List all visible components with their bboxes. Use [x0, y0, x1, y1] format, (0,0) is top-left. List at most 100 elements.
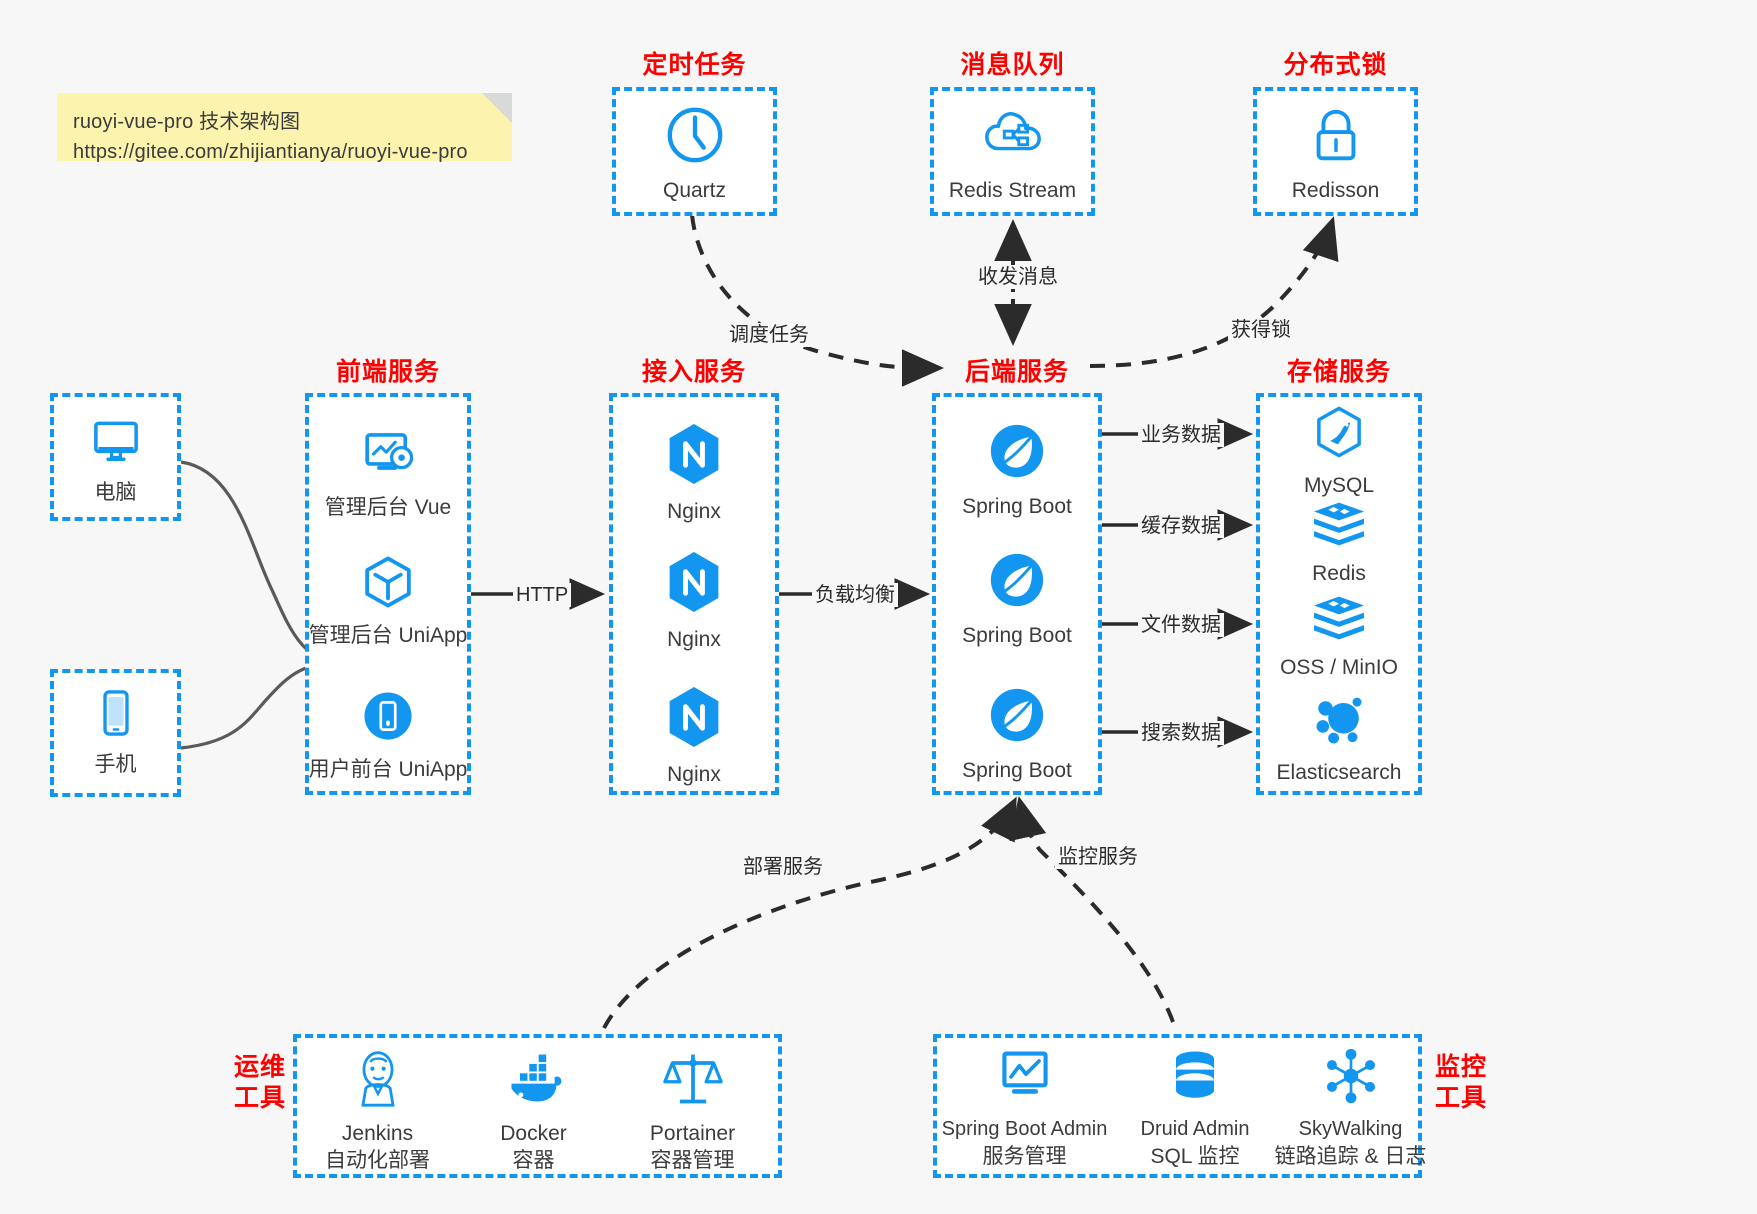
note-line-title: ruoyi-vue-pro 技术架构图 [73, 111, 301, 133]
edge-label-deploy: 部署服务 [740, 855, 826, 879]
edge-label-http: HTTP [513, 583, 572, 607]
node-label-redis-stream: Redis Stream [948, 179, 1077, 202]
redis-icon [1310, 593, 1368, 648]
node-label-user-uniapp: 用户前台 UniApp [308, 758, 468, 781]
monitor-chart-icon [995, 1047, 1055, 1110]
desktop-icon [88, 412, 144, 473]
scales-icon [662, 1047, 723, 1114]
node-label-mysql: MySQL [1303, 474, 1374, 497]
node-redis[interactable]: Redis [1256, 499, 1422, 587]
node-spring-boot-2[interactable]: Spring Boot [932, 549, 1102, 649]
group-box-mq [930, 87, 1095, 216]
node-sub-skywalking: 链路追踪 & 日志 [1274, 1145, 1427, 1168]
edge-label-business-data: 业务数据 [1138, 423, 1224, 447]
edge-label-acquire-lock: 获得锁 [1228, 318, 1294, 342]
nginx-icon [664, 684, 724, 755]
edge-label-file-data: 文件数据 [1138, 613, 1224, 637]
lock-icon [1305, 104, 1367, 171]
node-redisson[interactable]: Redisson [1253, 104, 1418, 204]
skywalking-icon [1322, 1047, 1380, 1110]
phone-icon [89, 686, 143, 745]
node-label-spring-boot-2: Spring Boot [962, 624, 1072, 647]
nginx-icon [664, 549, 724, 620]
group-title-mq: 消息队列 [960, 51, 1065, 79]
node-spring-boot-3[interactable]: Spring Boot [932, 684, 1102, 784]
node-nginx-2[interactable]: Nginx [609, 549, 779, 653]
node-nginx-3[interactable]: Nginx [609, 684, 779, 788]
group-title-scheduler: 定时任务 [642, 51, 747, 79]
node-label-redis: Redis [1312, 562, 1366, 585]
node-quartz[interactable]: Quartz [612, 104, 777, 204]
node-druid-admin[interactable]: Druid Admin SQL 监控 [1115, 1047, 1275, 1170]
dashboard-screen-icon [359, 425, 417, 488]
node-nginx-1[interactable]: Nginx [609, 421, 779, 525]
group-title-devops-line2: 工具 [233, 1084, 286, 1112]
cube-icon [359, 553, 417, 616]
node-oss-minio[interactable]: OSS / MinIO [1256, 593, 1422, 681]
node-label-quartz: Quartz [662, 179, 727, 202]
group-title-frontend: 前端服务 [335, 358, 440, 386]
node-label-phone: 手机 [94, 753, 137, 776]
note-fold-corner [482, 93, 512, 123]
edge-label-schedule-task: 调度任务 [726, 323, 812, 347]
node-label-redisson: Redisson [1291, 179, 1380, 202]
mysql-icon [1311, 403, 1367, 466]
node-sub-jenkins: 自动化部署 [325, 1149, 430, 1172]
sticky-note: ruoyi-vue-pro 技术架构图 https://gitee.com/zh… [57, 93, 512, 163]
node-jenkins[interactable]: Jenkins 自动化部署 [300, 1047, 455, 1174]
node-spring-boot-1[interactable]: Spring Boot [932, 420, 1102, 520]
node-label-nginx-1: Nginx [667, 500, 721, 523]
group-title-gateway: 接入服务 [641, 358, 746, 386]
group-title-backend: 后端服务 [964, 358, 1069, 386]
node-spring-boot-admin[interactable]: Spring Boot Admin 服务管理 [937, 1047, 1112, 1170]
spring-boot-icon [986, 684, 1048, 751]
node-elasticsearch[interactable]: Elasticsearch [1256, 694, 1422, 786]
spring-boot-icon [986, 549, 1048, 616]
nginx-icon [664, 421, 724, 492]
group-title-monitor-line2: 工具 [1434, 1084, 1487, 1112]
group-title-monitor-line1: 监控 [1434, 1053, 1487, 1081]
node-label-admin-vue: 管理后台 Vue [324, 496, 452, 519]
node-user-uniapp[interactable]: 用户前台 UniApp [305, 687, 471, 783]
note-line-url: https://gitee.com/zhijiantianya/ruoyi-vu… [73, 141, 468, 163]
jenkins-icon [348, 1047, 408, 1114]
clock-icon [664, 104, 726, 171]
node-label-nginx-2: Nginx [667, 628, 721, 651]
group-title-monitor: 监控 工具 [1429, 1052, 1493, 1114]
node-sub-druid-admin: SQL 监控 [1150, 1145, 1240, 1168]
node-admin-vue[interactable]: 管理后台 Vue [305, 425, 471, 521]
redis-icon [1310, 499, 1368, 554]
group-title-lock: 分布式锁 [1283, 51, 1388, 79]
group-box-client-desktop [50, 393, 181, 521]
group-title-devops-line1: 运维 [233, 1053, 286, 1081]
node-label-skywalking: SkyWalking [1298, 1118, 1403, 1140]
node-label-spring-boot-1: Spring Boot [962, 495, 1072, 518]
node-label-spring-boot-3: Spring Boot [962, 759, 1072, 782]
node-redis-stream[interactable]: Redis Stream [930, 104, 1095, 204]
mobile-app-icon [359, 687, 417, 750]
node-label-jenkins: Jenkins [341, 1122, 414, 1145]
cloud-stream-icon [982, 104, 1044, 171]
node-label-druid-admin: Druid Admin [1140, 1118, 1250, 1140]
elasticsearch-icon [1310, 694, 1368, 753]
node-phone[interactable]: 手机 [50, 686, 181, 778]
group-title-devops: 运维 工具 [228, 1052, 292, 1114]
node-label-desktop: 电脑 [94, 481, 137, 504]
node-admin-uniapp[interactable]: 管理后台 UniApp [305, 553, 471, 649]
node-sub-spring-boot-admin: 服务管理 [982, 1145, 1067, 1168]
node-label-nginx-3: Nginx [667, 763, 721, 786]
group-title-storage: 存储服务 [1286, 358, 1391, 386]
node-label-oss-minio: OSS / MinIO [1280, 656, 1398, 679]
node-desktop[interactable]: 电脑 [50, 412, 181, 506]
node-mysql[interactable]: MySQL [1256, 403, 1422, 499]
node-portainer[interactable]: Portainer 容器管理 [615, 1047, 770, 1174]
node-label-elasticsearch: Elasticsearch [1276, 761, 1402, 784]
node-docker[interactable]: Docker 容器 [456, 1047, 611, 1174]
node-sub-portainer: 容器管理 [650, 1149, 735, 1172]
node-skywalking[interactable]: SkyWalking 链路追踪 & 日志 [1263, 1047, 1438, 1170]
node-label-spring-boot-admin: Spring Boot Admin [941, 1118, 1108, 1140]
edge-label-cache-data: 缓存数据 [1138, 514, 1224, 538]
node-label-portainer: Portainer [649, 1122, 736, 1145]
